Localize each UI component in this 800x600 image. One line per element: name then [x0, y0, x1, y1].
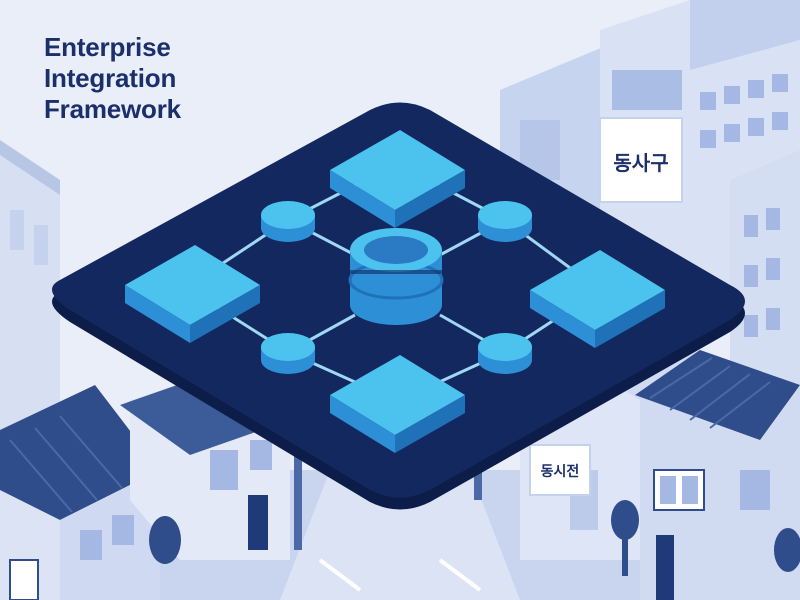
roof — [635, 350, 800, 440]
crossroad — [280, 470, 520, 600]
tree-icon — [149, 516, 181, 564]
storefront-sign-top: 동사구 — [599, 117, 683, 203]
right-house — [520, 350, 800, 600]
service-module-icon — [125, 245, 260, 343]
title-line-1: Enterprise — [44, 32, 171, 62]
database-icon — [348, 228, 444, 325]
connection-hub-icon — [261, 333, 315, 374]
service-module-icon — [330, 355, 465, 453]
left-house — [0, 385, 160, 600]
title-line-3: Framework — [44, 94, 181, 124]
connection-hub-icon — [478, 333, 532, 374]
platform-support — [294, 440, 302, 550]
left-tall-building — [0, 140, 60, 470]
service-module-icon — [330, 130, 465, 228]
connection-hub-icon — [478, 201, 532, 242]
road-marking — [318, 558, 362, 592]
connection-hub-icon — [261, 201, 315, 242]
service-module-icon — [530, 250, 665, 348]
sign-text-bottom: 동시전 — [541, 463, 580, 480]
sign-text-top: 동사구 — [613, 151, 668, 175]
road-marking — [438, 558, 482, 592]
page-title: Enterprise Integration Framework — [44, 32, 284, 125]
tree-icon — [611, 500, 800, 576]
storefront-sign-bottom: 동시전 — [529, 444, 591, 496]
title-line-2: Integration — [44, 63, 177, 93]
